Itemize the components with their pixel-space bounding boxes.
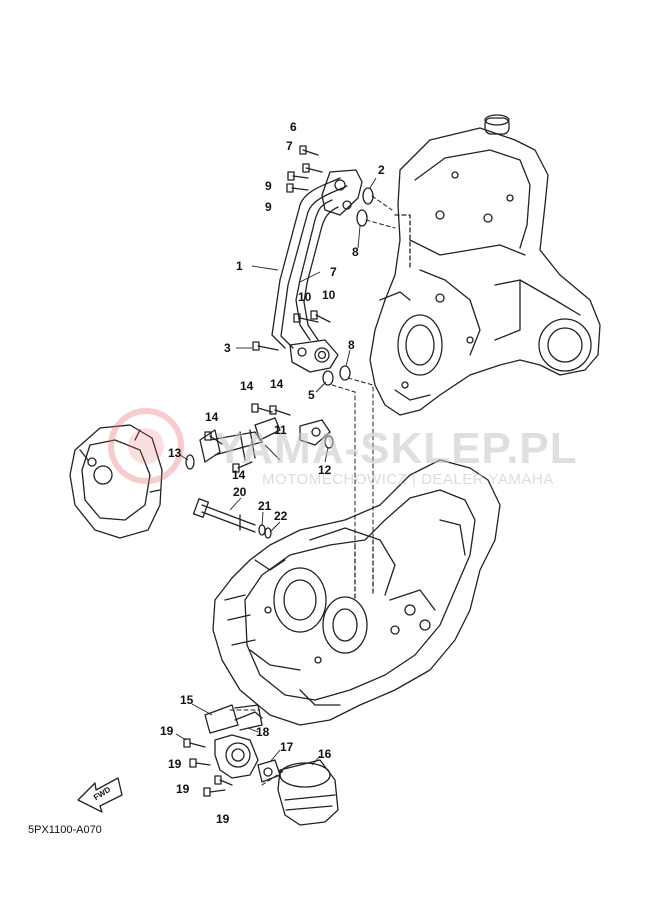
dashed-guide-lines — [229, 195, 396, 786]
callout-label: 17 — [280, 740, 294, 754]
callout-label: 10 — [298, 290, 312, 304]
callout-label: 22 — [274, 509, 288, 523]
gasket-8-upper — [356, 209, 368, 227]
callout-label: 14 — [205, 410, 219, 424]
callout-label: 15 — [180, 693, 194, 707]
callout-label: 6 — [290, 120, 297, 134]
callout-label: 2 — [378, 163, 385, 177]
gasket-4 — [322, 370, 334, 386]
oil-filter-assembly — [183, 704, 339, 826]
callout-label: 7 — [330, 265, 337, 279]
callout-label: 7 — [286, 139, 293, 153]
callout-label: 20 — [233, 485, 247, 499]
callout-label: 8 — [352, 245, 359, 259]
fwd-arrow-icon — [77, 777, 123, 813]
oil-line-20 — [192, 498, 272, 539]
gasket-2 — [362, 187, 374, 205]
callout-label: 5 — [308, 388, 315, 402]
callout-label: 12 — [318, 463, 332, 477]
oil-pipe-lower-11 — [185, 403, 334, 473]
callout-label: 19 — [160, 724, 174, 738]
callout-label: 21 — [258, 499, 272, 513]
callout-label: 16 — [318, 747, 332, 761]
callout-label: 19 — [168, 757, 182, 771]
callout-label: 14 — [270, 377, 284, 391]
callout-label: 11 — [274, 423, 287, 437]
gasket-8-lower — [339, 365, 351, 381]
callout-label: 19 — [216, 812, 230, 826]
callout-label: 14 — [232, 468, 246, 482]
callout-label: 19 — [176, 782, 190, 796]
callout-label: 10 — [322, 288, 336, 302]
callout-label: 9 — [265, 200, 272, 214]
callout-label: 1 — [236, 259, 243, 273]
upper-crankcase-cover — [369, 114, 601, 416]
callout-label: 8 — [348, 338, 355, 352]
banjo-bolts-upper — [252, 145, 331, 351]
watermark-tagline: MOTOMECHOWICZ | DEALER YAMAHA — [262, 471, 554, 488]
oil-delivery-pipe — [271, 169, 363, 373]
callout-label: 13 — [168, 446, 182, 460]
watermark-logo-icon — [108, 408, 184, 484]
callout-label: 3 — [224, 341, 231, 355]
callout-label: 9 — [265, 179, 272, 193]
callout-leaders — [175, 177, 377, 766]
watermark-brand: YAMA-SKLEP.PL — [215, 424, 578, 473]
diagram-code: 5PX1100-A070 — [28, 824, 102, 836]
lower-crankcase — [212, 459, 501, 726]
callout-label: 14 — [240, 379, 254, 393]
callout-label: 18 — [256, 725, 270, 739]
